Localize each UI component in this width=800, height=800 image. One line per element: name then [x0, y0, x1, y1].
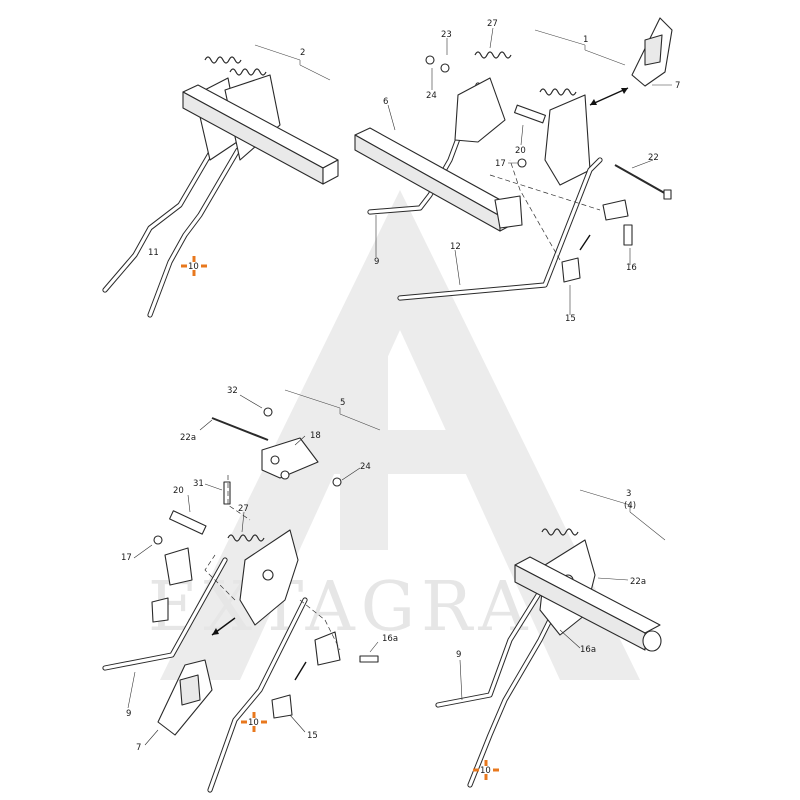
bolt-16a — [359, 655, 379, 663]
clip-small — [151, 597, 169, 623]
callout-16a-c: 16a — [580, 645, 596, 655]
pin-20 — [513, 104, 547, 124]
arrow-plate-15-b — [294, 661, 307, 681]
callout-22: 22 — [648, 153, 659, 163]
callout-9-c: 9 — [456, 650, 461, 660]
spring-27-icon — [474, 51, 512, 59]
group-label-4: (4) — [624, 501, 636, 511]
watermark-text: EXTAGRA — [148, 568, 533, 647]
callout-20: 20 — [515, 146, 526, 156]
plate-18 — [261, 437, 319, 479]
spring-3-icon — [541, 528, 579, 536]
callout-20-b: 20 — [173, 486, 184, 496]
crosshair-marker-icon — [241, 712, 267, 732]
callout-24-b: 24 — [360, 462, 371, 472]
callout-9-b: 9 — [126, 709, 131, 719]
callout-27-b: 27 — [238, 504, 249, 514]
callout-16: 16 — [626, 263, 637, 273]
callout-11: 11 — [148, 248, 159, 258]
callout-7: 7 — [675, 81, 680, 91]
spring-right-icon — [539, 88, 577, 96]
group-brace-2 — [254, 44, 331, 81]
beam-end — [322, 159, 339, 185]
callout-17-b: 17 — [121, 553, 132, 563]
bolt-22-head — [663, 189, 672, 200]
plate-15-b — [271, 694, 293, 719]
callout-6: 6 — [383, 97, 388, 107]
callout-24: 24 — [426, 91, 437, 101]
group-label-2: 2 — [300, 48, 305, 58]
plate-16a — [314, 631, 341, 666]
assembly-bottom-right: 3 (4) 22a 16a 9 10 — [435, 489, 666, 788]
washer-23 — [440, 63, 450, 73]
callout-7-b: 7 — [136, 743, 141, 753]
nut-24 — [425, 55, 435, 65]
group-label-3: 3 — [626, 489, 631, 499]
callout-15: 15 — [565, 314, 576, 324]
callout-16a: 16a — [382, 634, 398, 644]
alignment-lines-top-right — [489, 159, 601, 261]
bracket-right-1 — [544, 94, 591, 186]
plate-17 — [164, 547, 193, 586]
bolt-22 — [614, 164, 669, 196]
beam-3-side — [514, 564, 646, 651]
callout-22a-c: 22a — [630, 577, 646, 587]
bolt-16 — [623, 224, 633, 246]
beam-6-side — [354, 134, 501, 232]
alignment-lines-bottom-left — [204, 475, 341, 651]
callout-31: 31 — [193, 479, 204, 489]
callout-10: 10 — [188, 262, 199, 272]
spring-icon — [204, 56, 267, 76]
group-brace-3 — [579, 489, 666, 541]
watermark-bar-cross — [300, 430, 500, 474]
arrow-plate-15 — [579, 234, 591, 251]
group-brace-1 — [534, 29, 626, 66]
beam-6-top — [354, 127, 516, 217]
callout-17: 17 — [495, 159, 506, 169]
nut-24-b — [332, 477, 342, 487]
beam-3-end — [642, 630, 662, 652]
spring-27-b-icon — [227, 534, 265, 542]
plate-16 — [602, 199, 629, 221]
callout-27: 27 — [487, 19, 498, 29]
pin-31 — [223, 481, 231, 505]
callout-22a: 22a — [180, 433, 196, 443]
bolt-22a — [211, 417, 269, 441]
callout-23: 23 — [441, 30, 452, 40]
nut-17-b — [153, 535, 163, 545]
group-brace-5 — [284, 389, 381, 431]
callout-18: 18 — [310, 431, 321, 441]
callout-10-b: 10 — [248, 718, 259, 728]
callout-10-c: 10 — [480, 766, 491, 776]
pin-20-b — [169, 510, 207, 535]
plate-20-lower — [494, 195, 523, 229]
group-label-5: 5 — [340, 398, 345, 408]
assembly-bottom-left: 32 22a 18 24 31 20 27 17 9 7 10 16a 15 5 — [102, 386, 398, 793]
crosshair-marker-icon — [181, 256, 207, 276]
callout-32: 32 — [227, 386, 238, 396]
assembly-top-left: 2 11 10 — [102, 44, 339, 318]
assembly-top-right: 23 27 24 6 20 17 7 22 9 12 16 15 1 — [354, 17, 680, 324]
callout-9: 9 — [374, 257, 379, 267]
bracket-27 — [454, 77, 506, 143]
crosshair-marker-icon — [473, 760, 499, 780]
callout-15-b: 15 — [307, 731, 318, 741]
arrow-handle-7 — [589, 87, 629, 106]
group-label-1: 1 — [583, 35, 588, 45]
nut-32 — [263, 407, 273, 417]
callout-12: 12 — [450, 242, 461, 252]
nut-17 — [517, 158, 527, 168]
plate-15 — [561, 257, 581, 283]
